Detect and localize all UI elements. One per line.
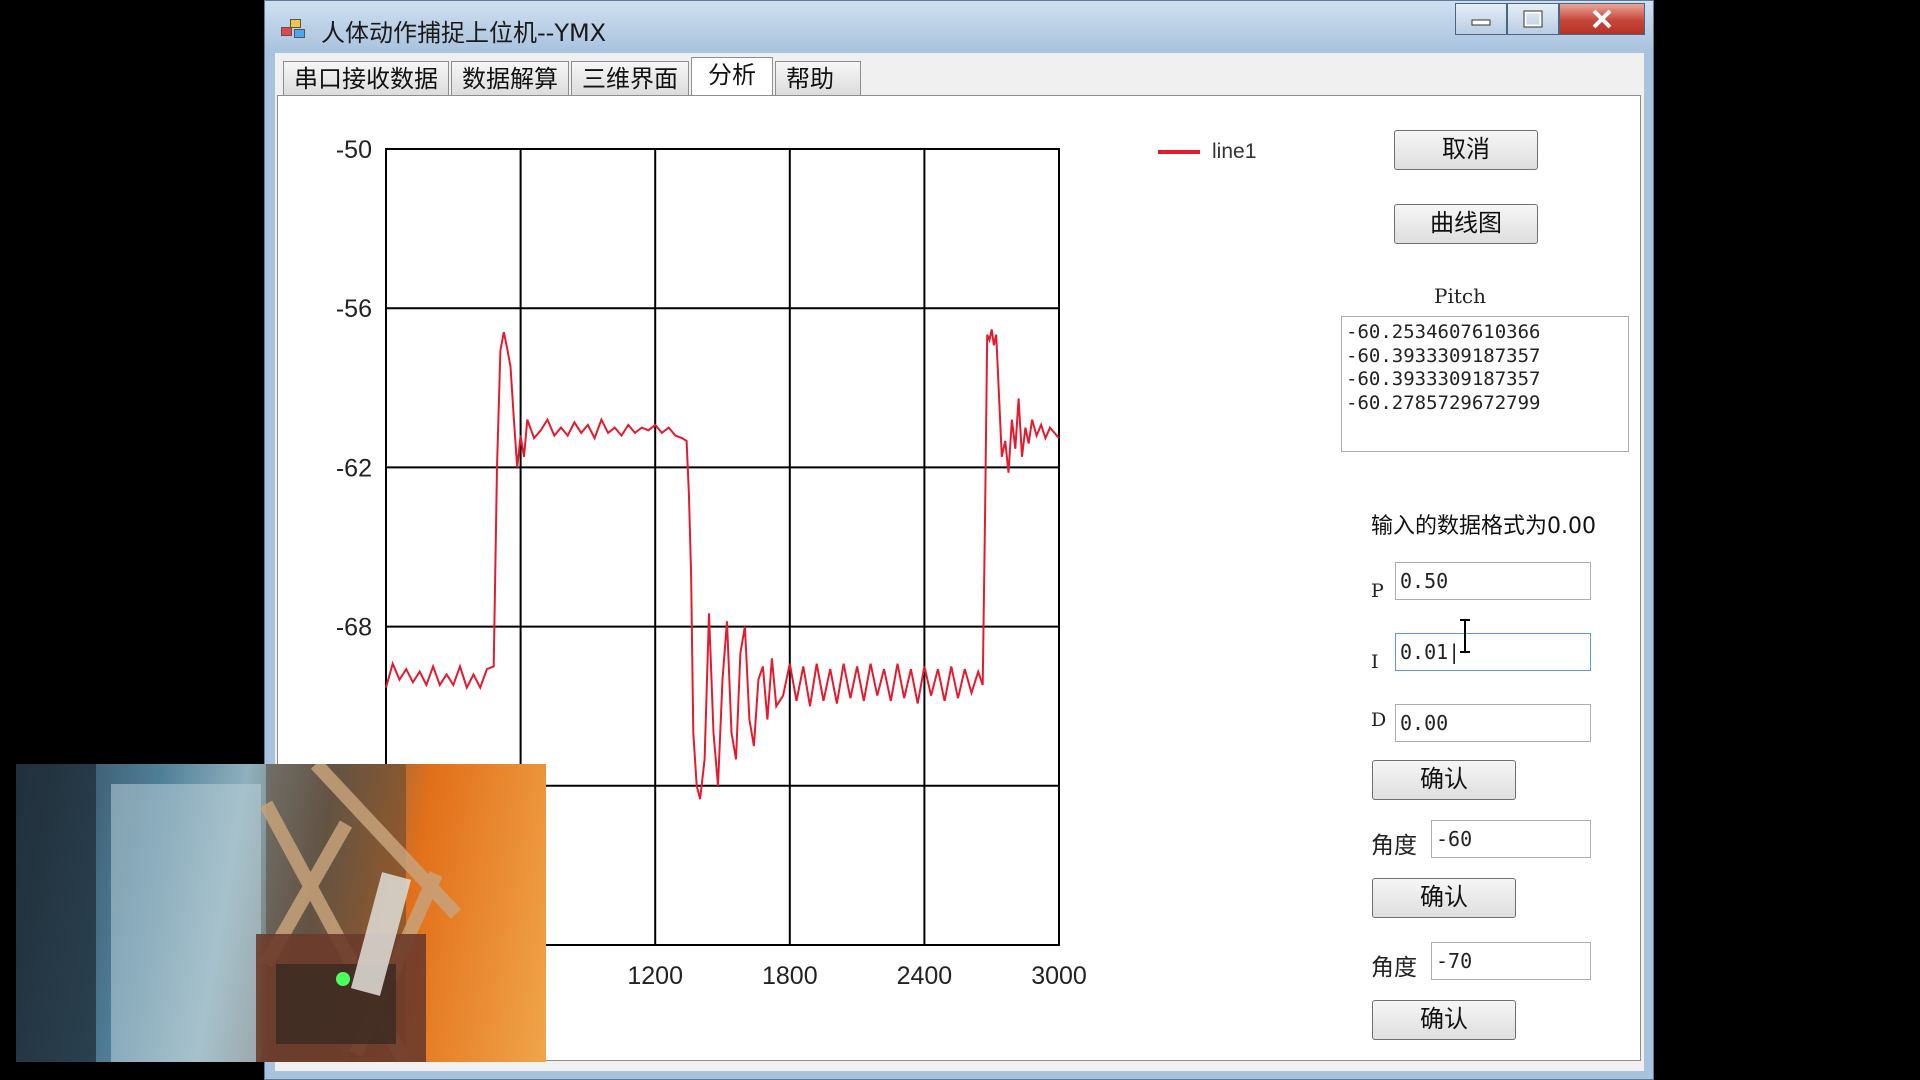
tab-3d-view[interactable]: 三维界面: [571, 61, 689, 95]
webcam-overlay: [16, 764, 546, 1062]
close-icon: [1592, 9, 1612, 29]
cancel-button[interactable]: 取消: [1394, 130, 1538, 170]
client-area: 串口接收数据 数据解算 三维界面 分析 帮助 -50 -56 -62 -68 1200…: [275, 53, 1644, 1071]
title-bar[interactable]: 人体动作捕捉上位机--YMX: [265, 1, 1653, 53]
confirm-pid-button[interactable]: 确认: [1372, 760, 1516, 800]
text-cursor-icon: [1460, 619, 1470, 653]
x-tick-label: 1800: [762, 962, 818, 990]
y-tick-label: -50: [336, 136, 372, 164]
pitch-label: Pitch: [1434, 284, 1486, 308]
curve-chart-button[interactable]: 曲线图: [1394, 204, 1538, 244]
tab-analysis[interactable]: 分析: [691, 57, 773, 95]
angle2-input[interactable]: -70: [1431, 942, 1591, 980]
x-tick-label: 1200: [627, 962, 683, 990]
tab-serial-receive[interactable]: 串口接收数据: [283, 61, 449, 95]
app-icon: [281, 17, 307, 39]
pitch-value: -60.2785729672799: [1346, 391, 1541, 414]
i-label: I: [1371, 651, 1379, 673]
maximize-icon: [1523, 10, 1543, 28]
angle1-input[interactable]: -60: [1431, 820, 1591, 858]
tab-data-solve[interactable]: 数据解算: [451, 61, 569, 95]
minimize-button[interactable]: [1455, 3, 1507, 35]
maximize-button[interactable]: [1507, 3, 1559, 35]
d-input[interactable]: 0.00: [1395, 704, 1591, 742]
x-tick-label: 3000: [1031, 962, 1087, 990]
tab-strip: 串口接收数据 数据解算 三维界面 分析 帮助: [283, 57, 863, 95]
window-title: 人体动作捕捉上位机--YMX: [321, 19, 607, 47]
app-window: 人体动作捕捉上位机--YMX 串口接收数据 数据解算 三维界面 分析 帮助 -5…: [264, 0, 1654, 1080]
d-label: D: [1371, 709, 1387, 731]
series-line1: [385, 329, 1060, 800]
webcam-frame: [16, 764, 462, 1062]
confirm-angle1-button[interactable]: 确认: [1372, 878, 1516, 918]
p-input[interactable]: 0.50: [1395, 562, 1591, 600]
y-tick-label: -56: [336, 295, 372, 323]
analysis-page: -50 -56 -62 -68 1200 1800 2400 3000 line1 取消 曲…: [277, 95, 1641, 1061]
angle1-label: 角度: [1371, 833, 1417, 859]
angle2-label: 角度: [1371, 955, 1417, 981]
minimize-icon: [1471, 19, 1491, 26]
i-input[interactable]: 0.01|: [1395, 633, 1591, 671]
chart-legend: line1: [1158, 140, 1256, 164]
format-hint: 输入的数据格式为0.00: [1371, 514, 1596, 539]
pitch-value: -60.3933309187357: [1346, 344, 1541, 367]
confirm-angle2-button[interactable]: 确认: [1372, 1000, 1516, 1040]
legend-swatch: [1158, 150, 1200, 154]
legend-label: line1: [1212, 140, 1257, 163]
x-tick-label: 2400: [897, 962, 953, 990]
y-tick-label: -62: [336, 454, 372, 482]
y-tick-label: -68: [336, 614, 372, 642]
p-label: P: [1371, 580, 1384, 602]
pitch-value: -60.3933309187357: [1346, 368, 1541, 390]
tab-help[interactable]: 帮助: [775, 61, 861, 95]
close-button[interactable]: [1559, 3, 1645, 35]
pitch-value: -60.2534607610366: [1346, 321, 1541, 343]
pitch-values-textbox[interactable]: -60.2534607610366 -60.3933309187357 -60.…: [1341, 316, 1629, 452]
